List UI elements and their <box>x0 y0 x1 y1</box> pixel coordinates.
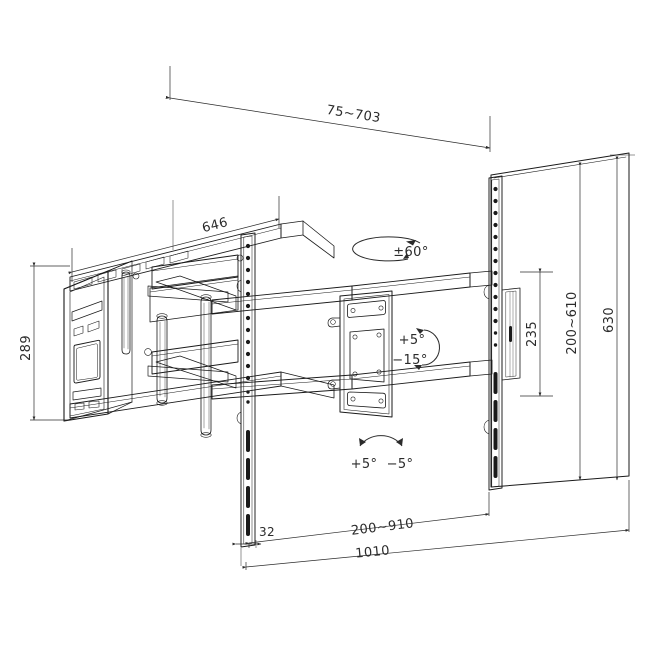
roll-angle-icon <box>359 435 403 447</box>
dimension-vesa-horizontal-range <box>245 492 490 548</box>
vesa-mounting-plate <box>327 290 393 418</box>
dimension-label-vesa-height: 235 <box>525 321 540 347</box>
angle-label-swivel: ±60° <box>393 245 429 260</box>
angle-label-roll-left: +5° <box>351 457 378 472</box>
angle-label-tilt-down: −15° <box>392 353 428 368</box>
tilt-angle-icon <box>414 328 440 370</box>
dimension-label-panel-height: 630 <box>602 307 617 333</box>
dimension-label-wall-plate-height: 289 <box>19 335 34 361</box>
dimension-wall-plate-width <box>68 196 280 282</box>
dimension-label-rail-offset: 32 <box>259 525 275 539</box>
vertical-rail-rear <box>483 175 521 491</box>
swivel-angle-icon <box>352 236 421 262</box>
dimension-vesa-height <box>520 268 553 397</box>
angle-label-roll-right: −5° <box>387 457 414 472</box>
articulating-arm-assembly <box>121 254 244 438</box>
dimension-label-extension-range: 75~703 <box>325 103 381 126</box>
dimension-extension-range <box>165 66 491 152</box>
upper-wall-rail <box>69 220 335 292</box>
dimension-label-vesa-width-range: 200~610 <box>565 291 580 354</box>
dimension-panel-height <box>610 154 635 481</box>
dimension-label-wall-plate-width: 646 <box>201 215 230 236</box>
dimension-rail-offset <box>232 540 262 566</box>
angle-label-tilt-up: +5° <box>399 333 426 348</box>
dimension-label-panel-width: 1010 <box>355 543 391 561</box>
tv-panel-outline <box>490 152 630 488</box>
extension-arms <box>211 270 493 400</box>
dimension-panel-width <box>242 480 630 570</box>
dimension-wall-plate-height <box>30 262 70 421</box>
dimension-label-vesa-horizontal-range: 200~910 <box>350 516 415 539</box>
